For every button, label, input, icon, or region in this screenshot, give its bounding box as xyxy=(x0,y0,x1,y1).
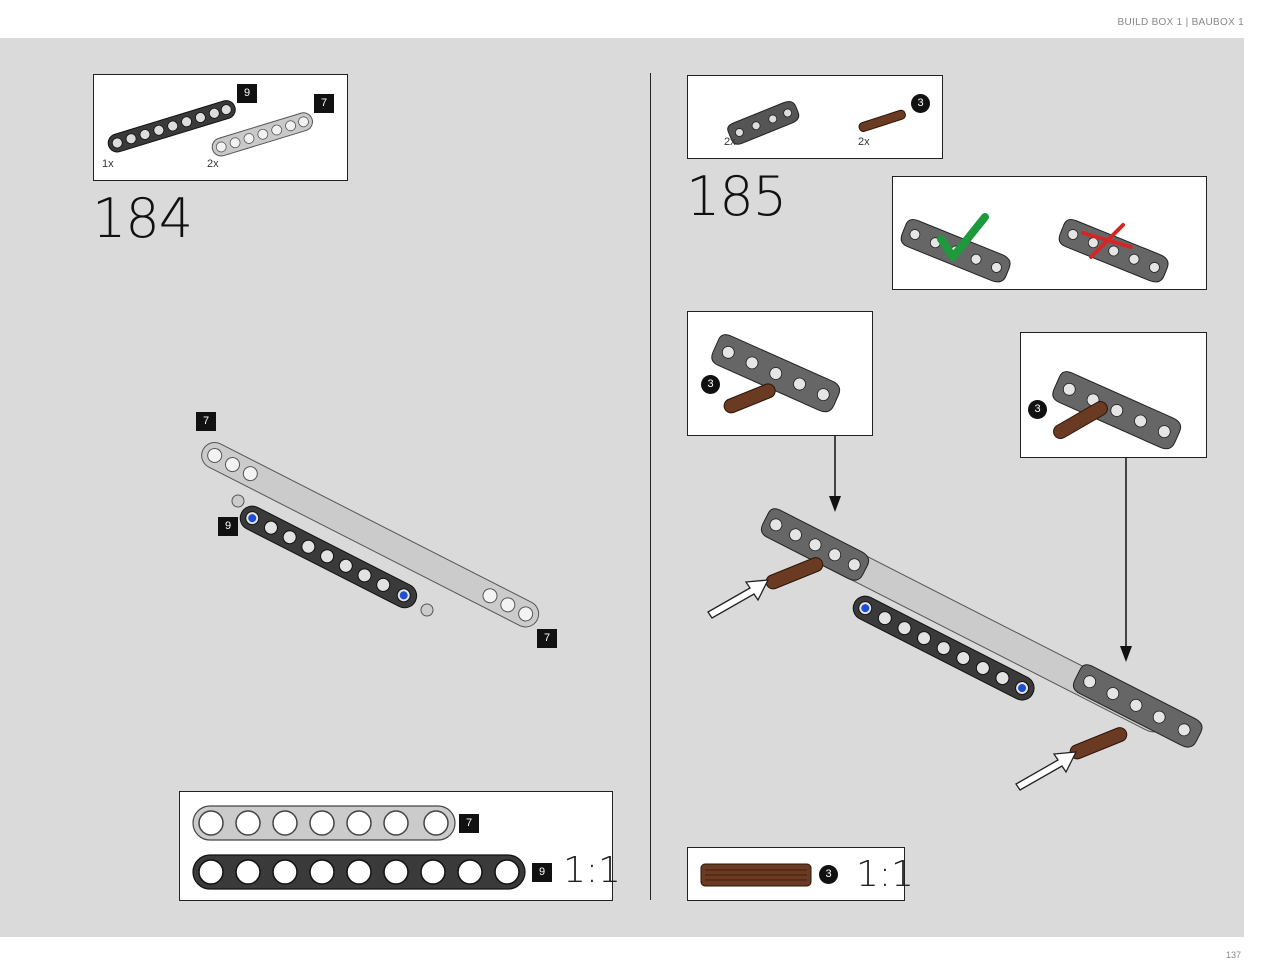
step185-assembly-drawing xyxy=(707,436,1203,791)
subassembly-left-drawing xyxy=(711,334,841,414)
part-badge-axle-3: 3 xyxy=(911,94,930,113)
step185-parts-box: 3 2x 2x xyxy=(687,75,943,159)
subassembly-right-box: 3 xyxy=(1020,332,1207,458)
part-qty-beam-9: 1x xyxy=(102,158,114,170)
part-qty-beam-7: 2x xyxy=(207,158,219,170)
scale-badge-beam-7: 7 xyxy=(459,814,479,833)
part-qty-axle: 2x xyxy=(858,136,870,148)
subassembly-right-badge: 3 xyxy=(1028,400,1047,419)
step185-parts-drawing xyxy=(727,101,906,145)
step-number-184: 184 xyxy=(92,187,193,250)
callout-badge-7-right: 7 xyxy=(537,629,557,648)
cross-icon xyxy=(1081,223,1133,259)
subassembly-left-box: 3 xyxy=(687,311,873,436)
scale-badge-beam-9: 9 xyxy=(532,863,552,882)
scale-ratio-185: 1:1 xyxy=(856,854,914,895)
page-number: 137 xyxy=(1225,950,1241,960)
header-text: BUILD BOX 1 | BAUBOX 1 xyxy=(1117,17,1244,28)
scale-ratio-184: 1:1 xyxy=(563,850,621,891)
part-qty-liftarm: 2x xyxy=(724,136,736,148)
orientation-hint-box xyxy=(892,176,1207,290)
step-number-185: 185 xyxy=(686,165,787,228)
scale-badge-axle-3: 3 xyxy=(819,865,838,884)
subassembly-left-badge: 3 xyxy=(701,375,720,394)
step184-parts-drawing xyxy=(107,100,313,157)
insert-arrow-left xyxy=(707,579,770,619)
insert-arrow-right xyxy=(1015,751,1078,791)
step184-scale-box: 7 9 1:1 xyxy=(179,791,621,901)
callout-badge-7-top: 7 xyxy=(196,412,216,431)
subassembly-right-drawing xyxy=(1052,371,1182,450)
scale-axle-drawing xyxy=(700,863,812,887)
step184-parts-box: 9 7 1x 2x xyxy=(93,74,348,181)
part-badge-beam-9: 9 xyxy=(237,84,257,103)
step185-scale-box: 3 1:1 xyxy=(687,847,914,901)
check-icon xyxy=(937,213,989,261)
part-badge-beam-7: 7 xyxy=(314,94,334,113)
scale-beams-drawing xyxy=(192,805,526,890)
page-divider xyxy=(650,73,651,900)
callout-badge-9: 9 xyxy=(218,517,238,536)
orientation-hint-drawing xyxy=(900,213,1169,283)
step184-assembly-drawing xyxy=(201,441,540,628)
